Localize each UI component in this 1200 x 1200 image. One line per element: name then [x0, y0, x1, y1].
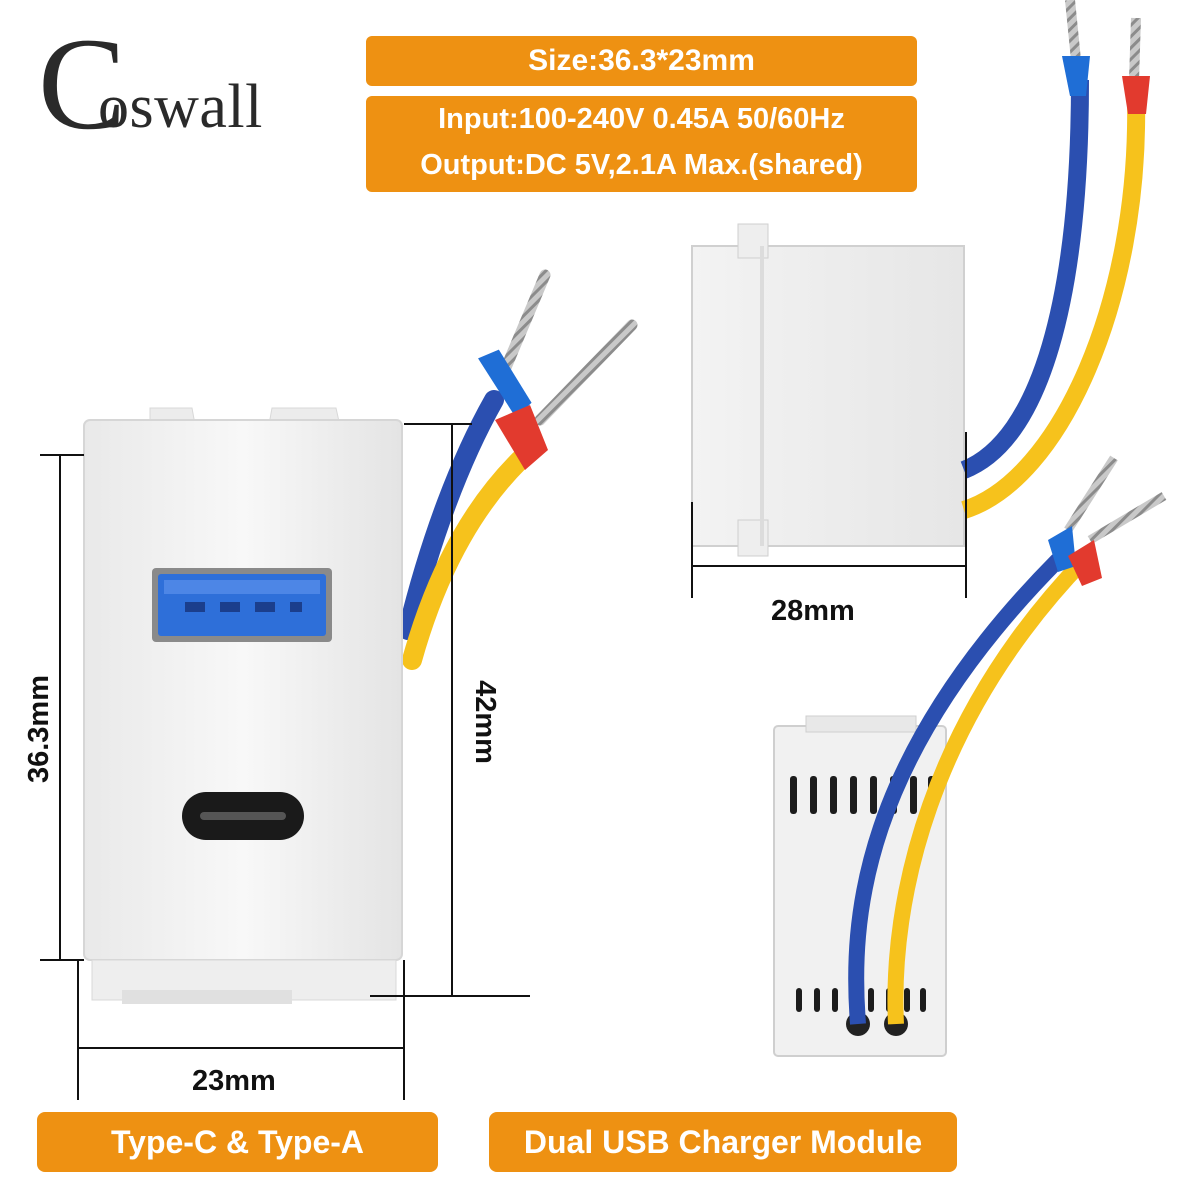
depth-dimension-label: 28mm: [771, 595, 855, 627]
ferrule-red: [495, 405, 548, 470]
side-view-module: [691, 0, 1150, 598]
back-view-module: [773, 455, 1167, 1057]
spec-size-badge: Size:36.3*23mm: [366, 36, 917, 86]
front-dimension-lines: [40, 423, 530, 1100]
module-face: [83, 419, 403, 961]
usb-c-port: [182, 792, 304, 840]
frame-height-dimension-label: 42mm: [469, 680, 501, 764]
front-view-module: [40, 269, 638, 1100]
brand-logo-initial: C: [38, 10, 127, 157]
spec-input-text: Input:100-240V 0.45A 50/60Hz: [438, 103, 845, 135]
height-dimension-label: 36.3mm: [23, 675, 55, 784]
brand-logo-text: oswall: [98, 73, 263, 141]
spec-power-badge: Input:100-240V 0.45A 50/60Hz Output:DC 5…: [366, 96, 917, 192]
ports-label: Type-C & Type-A: [37, 1112, 438, 1172]
spec-output-text: Output:DC 5V,2.1A Max.(shared): [420, 149, 863, 181]
ferrule-blue: [478, 349, 532, 418]
usb-a-port: [152, 568, 332, 642]
width-dimension-label: 23mm: [192, 1065, 276, 1097]
front-wires: [398, 269, 638, 670]
product-label: Dual USB Charger Module: [489, 1112, 957, 1172]
brand-logo: C oswall: [38, 18, 298, 156]
side-dimension-lines: [691, 432, 967, 598]
